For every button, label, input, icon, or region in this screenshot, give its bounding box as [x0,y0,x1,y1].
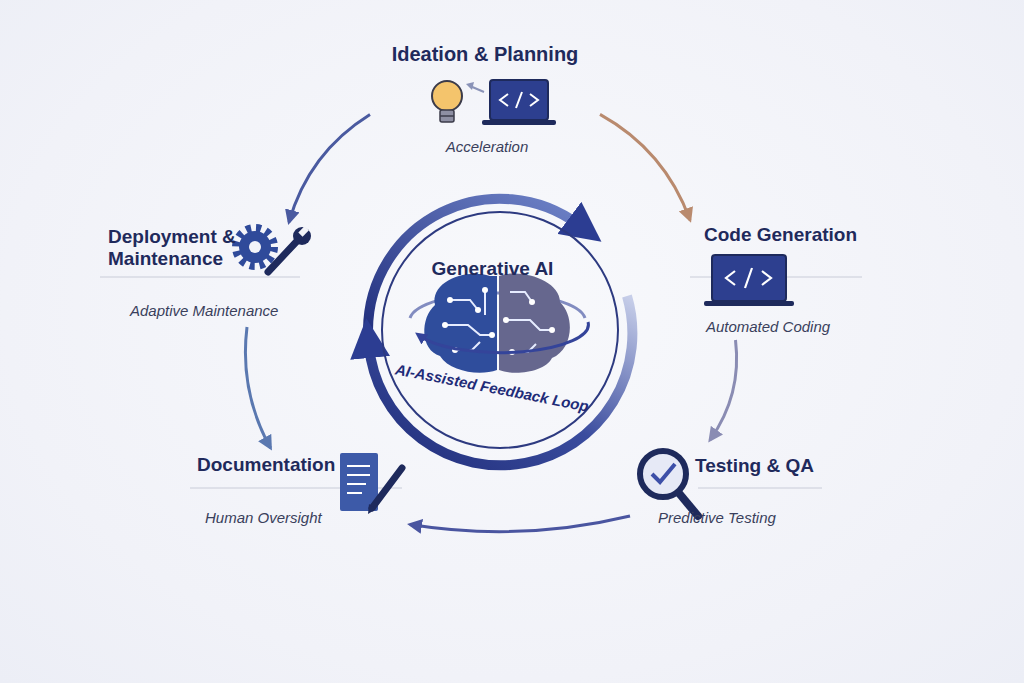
gear-wrench-icon [236,228,274,266]
stage-node: Ideation & PlanningAcceleration [370,40,600,160]
brain-icon [447,297,453,303]
node-subtitle: Adaptive Maintenance [130,302,310,320]
magnifier-icon [652,464,675,482]
brain-icon [450,300,478,310]
brain-icon [529,299,535,305]
laptop-icon [726,268,771,288]
cycle-arrow [245,327,270,448]
node-heading: Ideation & Planning [370,43,600,67]
node-heading: Code Generation [704,224,874,246]
gear-wrench-icon [268,240,298,272]
circle-outline [382,212,618,448]
cycle-arrow [600,114,690,220]
magnifier-icon [640,451,698,516]
lightbulb-icon [440,110,454,122]
cycle-arrow [410,516,630,532]
document-icon [372,468,402,508]
brain-icon [499,274,570,373]
brain-icon [510,292,532,302]
brain-icon [445,325,492,335]
node-heading: Testing & QA [695,455,830,477]
stage-node: Deployment & MaintenanceAdaptive Mainten… [100,222,310,327]
circle-outline [375,205,625,455]
lightbulb-icon [432,81,462,111]
laptop-icon [490,80,548,120]
document-icon [368,504,376,514]
node-heading: Generative AI [375,258,610,280]
document-icon [347,466,370,493]
node-subtitle: AI-Assisted Feedback Loop [392,360,592,416]
brain-icon [424,274,497,373]
node-heading: Deployment & Maintenance [108,226,258,271]
small-arrow [466,82,484,92]
brain-icon [489,332,495,338]
document-icon [347,465,370,467]
small-arrow [466,82,474,90]
brain-icon [506,320,552,330]
cycle-arrow [289,114,370,222]
node-subtitle: Human Oversight [205,509,375,527]
brain-icon [475,307,481,313]
brain-icon [442,322,448,328]
brain-icon [445,290,552,352]
laptop-icon [500,92,538,108]
gear-wrench-icon [239,231,271,263]
gear-wrench-icon [236,226,311,272]
gear-wrench-icon [298,226,309,237]
brain-icon [484,290,486,315]
node-subtitle: Predictive Testing [658,509,828,527]
brain-icon [442,287,555,355]
divider-lines [698,488,822,489]
stage-node: DocumentationHuman Oversight [185,448,410,533]
laptop-icon [482,80,556,125]
node-subtitle: Acceleration [370,138,604,156]
brain-icon [420,322,588,353]
gear-wrench-icon [249,241,261,253]
magnifier-icon [640,451,686,497]
cycle-arrow [710,340,737,440]
brain-icon [410,274,588,373]
divider-lines [100,277,300,278]
node-subtitle: Automated Coding [690,318,846,336]
stage-node: Code GenerationAutomated Coding [690,220,865,340]
hub-circle: Generative AI AI-Assisted Feedback Loop [375,205,625,455]
lightbulb-icon [432,81,462,122]
node-heading: Documentation [197,454,357,476]
stage-node: Testing & QA Predictive Testing [630,440,830,535]
feedback-ring [368,199,632,466]
document-icon [340,453,402,514]
laptop-icon [704,301,794,306]
laptop-icon [704,255,794,306]
brain-icon [503,317,509,323]
document-icon [347,474,370,476]
brain-icon [549,327,555,333]
document-icon [347,483,366,485]
document-icon [347,492,362,494]
laptop-icon [712,255,786,301]
gear-wrench-icon [293,227,311,245]
lightbulb-icon [440,115,454,117]
laptop-icon [482,120,556,125]
brain-icon [482,287,488,293]
